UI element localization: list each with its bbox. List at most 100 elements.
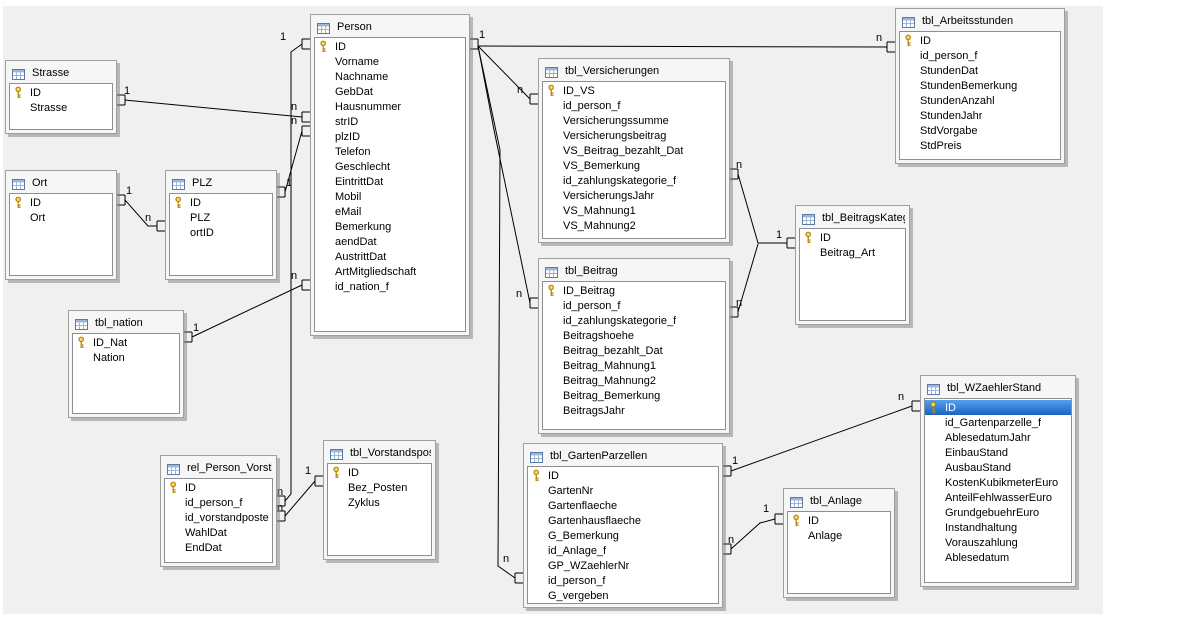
field-row[interactable]: KostenKubikmeterEuro bbox=[925, 475, 1071, 490]
table-header[interactable]: tbl_GartenParzellen bbox=[524, 444, 722, 466]
field-row[interactable]: Gartenflaeche bbox=[528, 498, 718, 513]
field-row[interactable]: id_Anlage_f bbox=[528, 543, 718, 558]
field-row[interactable]: G_vergeben bbox=[528, 588, 718, 603]
field-row[interactable]: aendDat bbox=[315, 234, 465, 249]
relationship-line-strasse-person[interactable] bbox=[124, 99, 303, 118]
field-row[interactable]: ID bbox=[328, 465, 431, 480]
table-header[interactable]: PLZ bbox=[166, 171, 276, 193]
table-header[interactable]: rel_Person_Vorsta bbox=[161, 456, 276, 478]
field-row[interactable]: EintrittDat bbox=[315, 174, 465, 189]
field-row[interactable]: Beitrag_bezahlt_Dat bbox=[543, 343, 725, 358]
field-row[interactable]: Bez_Posten bbox=[328, 480, 431, 495]
field-row[interactable]: Beitragshoehe bbox=[543, 328, 725, 343]
field-row[interactable]: id_person_f bbox=[900, 48, 1060, 63]
field-row[interactable]: BeitragsJahr bbox=[543, 403, 725, 418]
relationship-line-ort-plz[interactable] bbox=[124, 199, 157, 227]
relationship-line-vorstandspos-rel-person-vorstand[interactable] bbox=[284, 480, 316, 517]
relationship-line-plz-person[interactable] bbox=[284, 130, 303, 193]
field-row[interactable]: Nation bbox=[73, 350, 179, 365]
field-row[interactable]: Nachname bbox=[315, 69, 465, 84]
field-row[interactable]: Beitrag_Art bbox=[800, 245, 905, 260]
field-row[interactable]: VersicherungsJahr bbox=[543, 188, 725, 203]
table-header[interactable]: Person bbox=[311, 15, 469, 37]
relationship-line-person-arbeitsstunden[interactable] bbox=[477, 45, 888, 48]
field-row[interactable]: Ablesedatum bbox=[925, 550, 1071, 565]
field-row[interactable]: eMail bbox=[315, 204, 465, 219]
table-header[interactable]: tbl_BeitragsKateg bbox=[796, 206, 909, 228]
field-row[interactable]: GP_WZaehlerNr bbox=[528, 558, 718, 573]
relationship-line-nation-person[interactable] bbox=[191, 284, 303, 338]
table-header[interactable]: tbl_Vorstandspos bbox=[324, 441, 435, 463]
field-row[interactable]: ArtMitgliedschaft bbox=[315, 264, 465, 279]
field-row[interactable]: StundenBemerkung bbox=[900, 78, 1060, 93]
field-row[interactable]: AnteilFehlwasserEuro bbox=[925, 490, 1071, 505]
field-row[interactable]: EinbauStand bbox=[925, 445, 1071, 460]
field-row[interactable]: plzID bbox=[315, 129, 465, 144]
field-row[interactable]: ortID bbox=[170, 225, 272, 240]
field-row[interactable]: id_zahlungskategorie_f bbox=[543, 313, 725, 328]
field-row[interactable]: strID bbox=[315, 114, 465, 129]
field-row[interactable]: GrundgebuehrEuro bbox=[925, 505, 1071, 520]
field-row[interactable]: VS_Mahnung1 bbox=[543, 203, 725, 218]
field-row[interactable]: id_person_f bbox=[543, 298, 725, 313]
field-row[interactable]: GartenNr bbox=[528, 483, 718, 498]
table-header[interactable]: tbl_nation bbox=[69, 311, 183, 333]
field-row[interactable]: Versicherungsbeitrag bbox=[543, 128, 725, 143]
field-row[interactable]: ID bbox=[900, 33, 1060, 48]
field-row[interactable]: PLZ bbox=[170, 210, 272, 225]
table-header[interactable]: tbl_Beitrag bbox=[539, 259, 729, 281]
field-row[interactable]: ID bbox=[165, 480, 272, 495]
field-row[interactable]: Beitrag_Mahnung1 bbox=[543, 358, 725, 373]
field-row[interactable]: ID bbox=[10, 195, 112, 210]
field-row[interactable]: id_vorstandposte bbox=[165, 510, 272, 525]
table-header[interactable]: Ort bbox=[6, 171, 116, 193]
field-row[interactable]: ID_Beitrag bbox=[543, 283, 725, 298]
relationship-line-person-gartenparzellen[interactable] bbox=[477, 45, 516, 579]
field-row[interactable]: Instandhaltung bbox=[925, 520, 1071, 535]
field-row[interactable]: StdPreis bbox=[900, 138, 1060, 153]
table-header[interactable]: tbl_Arbeitsstunden bbox=[896, 9, 1064, 31]
field-row[interactable]: AustrittDat bbox=[315, 249, 465, 264]
field-row[interactable]: id_person_f bbox=[528, 573, 718, 588]
field-row[interactable]: G_Bemerkung bbox=[528, 528, 718, 543]
field-row[interactable]: Geschlecht bbox=[315, 159, 465, 174]
relationship-line-gartenparzellen-wzaehlerstand[interactable] bbox=[730, 405, 913, 472]
field-row[interactable]: Mobil bbox=[315, 189, 465, 204]
field-row[interactable]: ID bbox=[788, 513, 890, 528]
relationship-line-beitrag-beitragskateg[interactable] bbox=[737, 243, 759, 313]
relationship-line-gartenparzellen-anlage[interactable] bbox=[730, 518, 776, 550]
field-row[interactable]: ID bbox=[315, 39, 465, 54]
field-row[interactable]: Beitrag_Bemerkung bbox=[543, 388, 725, 403]
field-row[interactable]: Vorname bbox=[315, 54, 465, 69]
field-row[interactable]: Versicherungssumme bbox=[543, 113, 725, 128]
field-row[interactable]: Vorauszahlung bbox=[925, 535, 1071, 550]
field-row[interactable]: id_zahlungskategorie_f bbox=[543, 173, 725, 188]
field-row[interactable]: StundenAnzahl bbox=[900, 93, 1060, 108]
field-row-selected[interactable]: ID bbox=[925, 400, 1071, 415]
field-row[interactable]: VS_Bemerkung bbox=[543, 158, 725, 173]
field-row[interactable]: id_Gartenparzelle_f bbox=[925, 415, 1071, 430]
field-row[interactable]: Strasse bbox=[10, 100, 112, 115]
field-row[interactable]: id_person_f bbox=[165, 495, 272, 510]
field-row[interactable]: EndDat bbox=[165, 540, 272, 555]
field-row[interactable]: ID bbox=[10, 85, 112, 100]
field-row[interactable]: id_person_f bbox=[543, 98, 725, 113]
relationship-line-person-versicherungen[interactable] bbox=[477, 45, 531, 100]
field-row[interactable]: StundenDat bbox=[900, 63, 1060, 78]
relationship-line-person-beitrag[interactable] bbox=[477, 45, 531, 304]
field-row[interactable]: WahlDat bbox=[165, 525, 272, 540]
field-row[interactable]: VS_Beitrag_bezahlt_Dat bbox=[543, 143, 725, 158]
field-row[interactable]: ID_Nat bbox=[73, 335, 179, 350]
field-row[interactable]: ID_VS bbox=[543, 83, 725, 98]
